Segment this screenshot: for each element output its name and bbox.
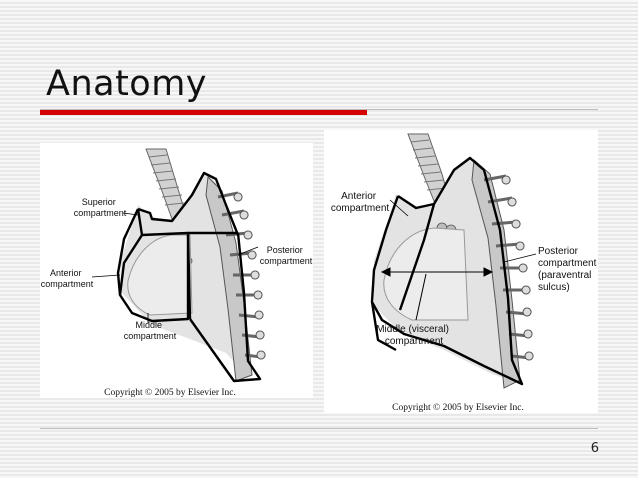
label-middle-compartment: Middle compartment [124,320,177,341]
copyright-notice: Copyright © 2005 by Elsevier Inc. [392,402,524,413]
page-number: 6 [590,441,599,456]
compartment-outlines [116,171,262,383]
trachea-shape [145,148,187,220]
mediastinum-illustration: Superior compartment Posterior compartme… [41,148,313,398]
copyright-notice: Copyright © 2005 by Elsevier Inc. [104,387,236,398]
title-accent-bar [40,110,367,115]
label-middle-compartment: Middle (visceral) compartment [376,324,452,347]
label-posterior-compartment: Posterior compartment (paraventral sulcu… [538,246,598,293]
label-anterior-compartment: Anterior compartment [331,191,390,214]
leader-lines [91,212,259,323]
mediastinum-diagram-three-compartment: Superior compartment Posterior compartme… [40,143,313,398]
mediastinum-illustration: Anterior compartment Posterior compartme… [331,133,598,413]
title-divider [40,109,598,110]
mediastinum-diagram-two-compartment: Anterior compartment Posterior compartme… [324,130,598,413]
spine-and-ribs [471,158,534,389]
heart-outline [127,234,193,316]
footer-divider [40,428,598,429]
width-arrow [380,267,494,321]
label-anterior-compartment: Anterior compartment [41,268,94,289]
slide-title: Anatomy [46,64,208,104]
compartment-outlines [370,156,524,386]
leader-lines [389,199,537,263]
label-superior-compartment: Superior compartment [74,197,127,218]
label-posterior-compartment: Posterior compartment [260,245,313,266]
